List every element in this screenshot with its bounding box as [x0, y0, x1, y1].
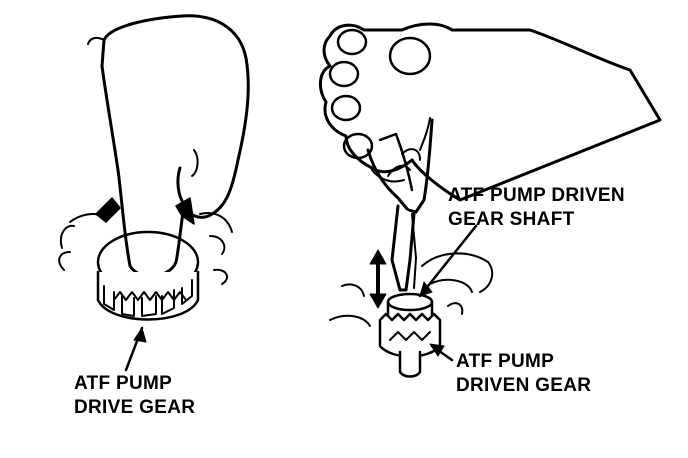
driven-gear-shaft-label: ATF PUMP DRIVEN GEAR SHAFT — [448, 184, 625, 232]
drive-gear-illustration — [58, 14, 250, 372]
rotation-arrow-right — [175, 197, 195, 225]
driven-gear-shaft-leader — [418, 224, 478, 298]
drive-gear-label-line2: DRIVE GEAR — [74, 397, 196, 418]
driven-gear-shaft-label-line1: ATF PUMP DRIVEN — [448, 185, 625, 206]
motion-arrow — [369, 249, 387, 309]
driven-gear-label-line2: DRIVEN GEAR — [456, 375, 592, 396]
hand-outline — [100, 14, 250, 278]
gripping-hand — [319, 22, 662, 202]
gear-shaft-stub — [398, 350, 422, 378]
driven-gear-label-line1: ATF PUMP — [456, 351, 555, 372]
drive-gear-label: ATF PUMP DRIVE GEAR — [74, 372, 195, 420]
pliers — [366, 118, 434, 214]
rotation-arrow-left — [95, 197, 121, 223]
driven-gear-label: ATF PUMP DRIVEN GEAR — [456, 350, 591, 398]
drive-gear-label-line1: ATF PUMP — [74, 373, 173, 394]
driven-gear-shaft-label-line2: GEAR SHAFT — [448, 209, 575, 230]
driven-gear-illustration — [319, 22, 662, 378]
